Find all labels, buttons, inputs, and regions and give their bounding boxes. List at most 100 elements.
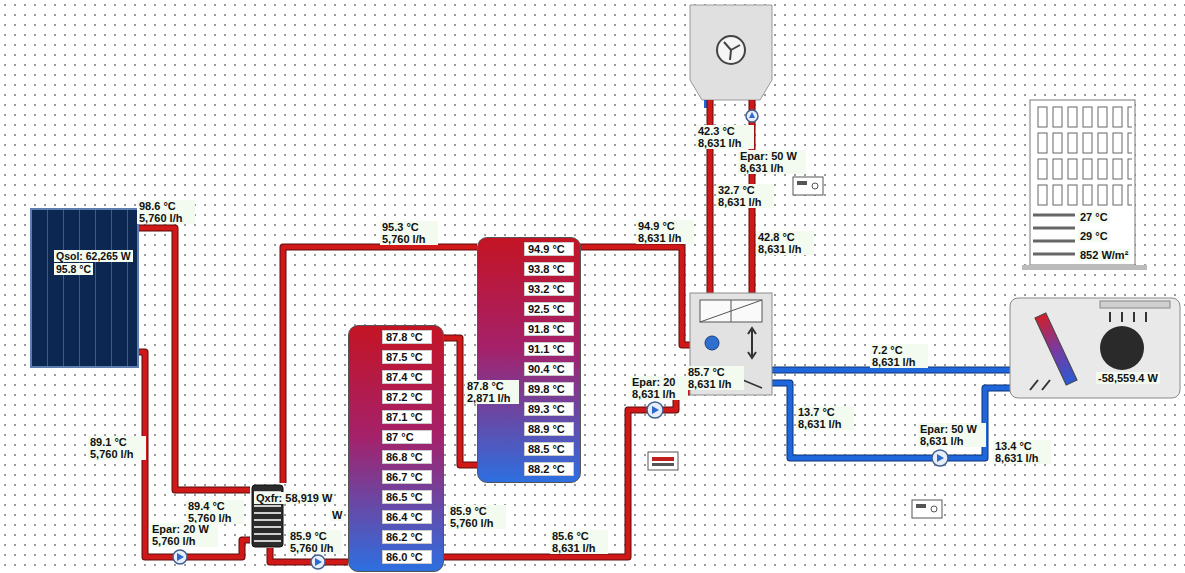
fan-coil <box>1100 301 1170 308</box>
dry-cooler <box>690 5 772 108</box>
node-text: 87.4 °C <box>382 370 432 384</box>
node-text: 88.9 °C <box>524 422 574 436</box>
pipe-label: Epar: 50 W 8,631 l/h <box>918 423 986 447</box>
pipe-label: 85.9 °C 5,760 l/h <box>448 505 506 529</box>
controller-icon <box>812 183 818 189</box>
flow-label: 89.1 °C 5,760 l/h <box>88 436 146 460</box>
node-text: 93.8 °C <box>524 262 574 276</box>
pipe-label: 85.6 °C 8,631 l/h <box>550 530 608 554</box>
controller-icon <box>797 181 807 185</box>
fan-coil <box>1035 313 1077 385</box>
absorption-chiller <box>700 300 762 322</box>
controller-icon <box>916 504 926 508</box>
pipe-label: Epar: 20 8,631 l/h <box>630 376 688 400</box>
pump-symbol <box>173 550 187 564</box>
node-text: 87.5 °C <box>382 350 432 364</box>
controller-icon <box>648 452 678 470</box>
pump-symbol <box>746 110 758 122</box>
storage-tank: 94.9 °C93.8 °C93.2 °C92.5 °C91.8 °C91.1 … <box>477 237 581 483</box>
pipe-label: Epar: 50 W 8,631 l/h <box>738 150 806 174</box>
absorption-chiller <box>700 300 762 322</box>
pipe-label: 13.7 °C 8,631 l/h <box>796 406 854 430</box>
pipe-cold <box>772 370 1010 458</box>
node-text: 91.1 °C <box>524 342 574 356</box>
flow-label: 98.6 °C 5,760 l/h <box>137 200 195 224</box>
pipe-hot <box>580 247 690 345</box>
pipe-label: 85.7 °C 8,631 l/h <box>686 366 744 390</box>
building <box>1022 100 1147 270</box>
node-text: 89.3 °C <box>524 402 574 416</box>
fan-coil <box>1010 298 1180 398</box>
pump-symbol <box>311 555 325 569</box>
pipe-label: 32.7 °C 8,631 l/h <box>716 184 774 208</box>
pump-symbol <box>652 406 659 414</box>
pump-symbol <box>173 550 187 564</box>
pump-symbol <box>177 553 184 561</box>
node-text: Qsol: 62,265 W <box>54 250 133 262</box>
pipe-connector <box>139 352 250 557</box>
node-text: 86.5 °C <box>382 490 432 504</box>
pump-symbol <box>932 450 948 466</box>
pipe-hot <box>580 247 690 345</box>
node-text: 87.8 °C <box>382 330 432 344</box>
controller-icon <box>652 463 674 466</box>
pipe-cold <box>772 383 1010 458</box>
building <box>1033 215 1075 254</box>
node-text: 27 °C <box>1078 211 1110 223</box>
absorption-chiller <box>705 336 719 350</box>
controller-icon <box>931 506 937 512</box>
pipe-cold <box>772 368 1010 373</box>
pump-symbol <box>746 110 758 122</box>
node-text: 89.8 °C <box>524 382 574 396</box>
node-text: 86.7 °C <box>382 470 432 484</box>
pump-symbol <box>749 112 755 118</box>
pipe-label: 42.3 °C 8,631 l/h <box>696 125 754 149</box>
node-text: 852 W/m² <box>1078 249 1130 261</box>
node-text: 86.0 °C <box>382 550 432 564</box>
fan-coil <box>1110 312 1146 322</box>
cooling-load: -58,559.4 W <box>1010 298 1180 398</box>
building <box>1022 265 1147 270</box>
pipe-label: W <box>330 509 344 521</box>
pipe-label: 94.9 °C 8,631 l/h <box>636 220 694 244</box>
solar-collector: Qsol: 62,265 W95.8 °C <box>30 208 139 368</box>
node-text: 90.4 °C <box>524 362 574 376</box>
pipe-label: 89.4 °C 5,760 l/h <box>186 500 244 524</box>
controller-icon <box>793 177 823 195</box>
pipe-label: 42.8 °C 8,631 l/h <box>756 231 814 255</box>
pipe-label: 13.4 °C 8,631 l/h <box>993 440 1051 464</box>
node-text: 92.5 °C <box>524 302 574 316</box>
controller-icon <box>912 500 942 518</box>
weather-building: 27 °C 29 °C 852 W/m² <box>1030 100 1142 265</box>
pump-symbol <box>315 558 322 566</box>
pump-symbol <box>932 450 948 466</box>
flow-label: 85.9 °C 5,760 l/h <box>288 530 342 554</box>
storage-tank: 87.8 °C87.5 °C87.4 °C87.2 °C87.1 °C87 °C… <box>348 325 444 572</box>
pipe-label: 7.2 °C 8,631 l/h <box>870 344 928 368</box>
flow-label: 87.8 °C 2,871 l/h <box>465 380 519 404</box>
node-text: 87.1 °C <box>382 410 432 424</box>
pump-symbol <box>311 555 325 569</box>
node-text: 86.4 °C <box>382 510 432 524</box>
fan-coil <box>1010 298 1180 398</box>
node-text: 91.8 °C <box>524 322 574 336</box>
node-text: 29 °C <box>1078 230 1110 242</box>
fan-coil <box>1030 380 1050 390</box>
pipe-casing <box>139 352 250 557</box>
node-text: Qxfr: 58,919 W <box>254 492 334 504</box>
node-text: 86.2 °C <box>382 530 432 544</box>
building <box>1030 100 1135 265</box>
pump-symbol <box>647 402 663 418</box>
dry-cooler <box>717 36 745 64</box>
pump-symbol <box>937 454 944 462</box>
node-text: 88.2 °C <box>524 462 574 476</box>
node-text: 88.5 °C <box>524 442 574 456</box>
dry-cooler <box>724 42 740 60</box>
absorption-chiller <box>748 328 756 358</box>
node-text: 93.2 °C <box>524 282 574 296</box>
pipe-casing <box>139 228 250 490</box>
node-text: 87 °C <box>382 430 432 444</box>
